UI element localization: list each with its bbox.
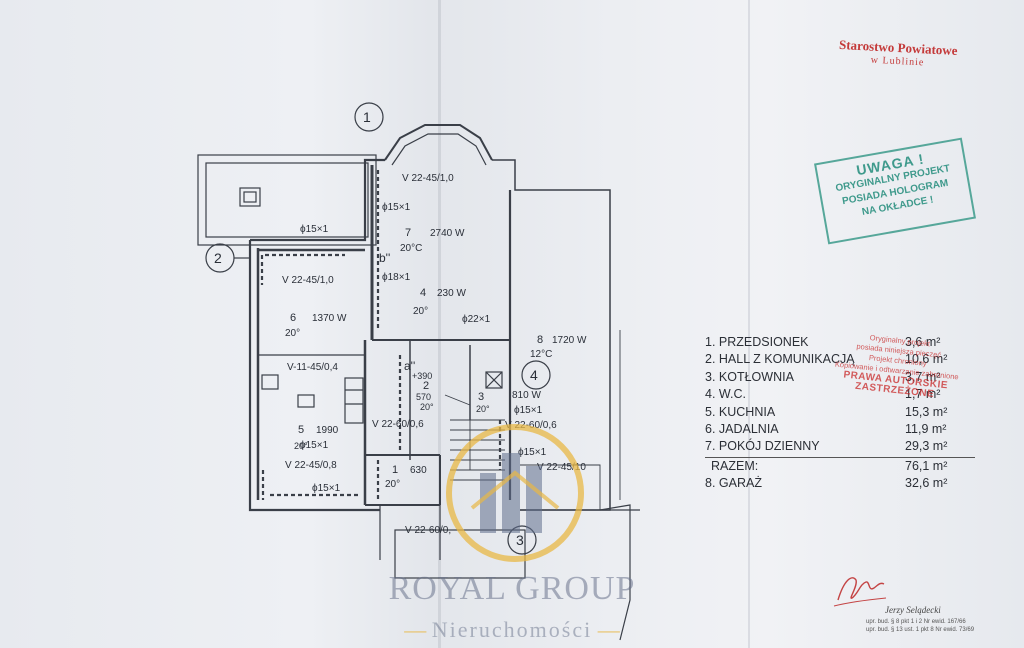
architect-licence: upr. bud. § 8 pkt 1 i 2 Nr ewid. 167/66 … [866, 618, 996, 634]
pipe-label: ϕ15×1 [514, 405, 543, 416]
radiator-label: V 22-45/0,8 [285, 460, 337, 471]
radiator-label: V 22-60/0,6 [505, 420, 557, 431]
watermark-brand: ROYAL GROUP [388, 570, 636, 607]
legend-garage-row: 8. GARAŻ 32,6 m² [705, 475, 975, 492]
legend-area: 3,6 m² [905, 335, 941, 349]
legend-row: 6. JADALNIA 11,9 m² [705, 421, 975, 438]
paper-fold [748, 0, 750, 648]
room-power: 1370 W [312, 313, 347, 324]
room-temp: 20° [285, 328, 300, 339]
marker-a: a'' [404, 359, 415, 373]
pipe-label: ϕ15×1 [382, 202, 411, 213]
radiator-label: V 22-45/10 [537, 462, 586, 473]
legend-area: 29,3 m² [905, 439, 948, 454]
room-temp: 20° [413, 306, 428, 317]
level-marker: +390 [412, 371, 432, 381]
room-number: 6 [290, 312, 296, 324]
legend-total-label: RAZEM: [711, 458, 759, 473]
watermark-dash-icon: — [404, 617, 432, 642]
room-number: 8 [537, 334, 543, 346]
watermark-sub-text: Nieruchomości [431, 617, 593, 642]
grid-label-1: 1 [363, 109, 371, 125]
legend-label: 5. KUCHNIA [705, 404, 776, 419]
room-power: 2740 W [430, 228, 465, 239]
radiator-label: V 22-60/0, [405, 525, 451, 536]
legend-row: 5. KUCHNIA 15,3 m² [705, 404, 975, 421]
legend-row: 4. W.C. 1,7 m² [705, 386, 975, 403]
room-temp: 20° [294, 441, 308, 451]
room-power: 570 [416, 392, 431, 402]
grid-label-2: 2 [214, 250, 222, 266]
legend-row: 7. POKÓJ DZIENNY 29,3 m² [705, 438, 975, 455]
legend-area: 15,3 m² [905, 404, 948, 419]
watermark-sub: — Nieruchomości — [362, 617, 662, 643]
grid-label-4: 4 [530, 367, 538, 383]
legend-area: 3,7 m² [905, 369, 941, 384]
licence-line: upr. bud. § 8 pkt 1 i 2 Nr ewid. 167/66 [866, 619, 966, 625]
legend-area: 1,7 m² [905, 387, 941, 402]
room-number: 2 [423, 380, 429, 392]
legend-label: 7. POKÓJ DZIENNY [705, 439, 820, 454]
room-number: 7 [405, 227, 411, 239]
signature-icon [833, 577, 887, 607]
pipe-label: ϕ15×1 [518, 447, 547, 458]
legend-label: 6. JADALNIA [705, 421, 779, 436]
legend-label: 1. PRZEDSIONEK [705, 335, 809, 349]
legend-label: 3. KOTŁOWNIA [705, 369, 794, 384]
room-number: 1 [392, 464, 398, 476]
room-number: 3 [478, 391, 484, 403]
grid-circle-1 [354, 102, 384, 132]
paper-fold [438, 0, 441, 648]
room-temp: 20° [420, 402, 434, 412]
legend-area: 11,9 m² [905, 421, 947, 436]
pipe-label: ϕ18×1 [382, 272, 411, 283]
room-area-legend: 1. PRZEDSIONEK 3,6 m² 2. HALL Z KOMUNIKAC… [705, 334, 975, 493]
radiator-label: V 22-60/0,6 [372, 419, 424, 430]
legend-label: 4. W.C. [705, 387, 746, 402]
pipe-label: ϕ22×1 [462, 314, 491, 325]
legend-total-row: RAZEM: 76,1 m² [705, 456, 975, 475]
room-temp: 20° [385, 479, 400, 490]
radiator-label: V-11-45/0,4 [287, 362, 338, 373]
legend-label: 2. HALL Z KOMUNIKACJĄ [705, 352, 855, 367]
marker-b: b'' [379, 251, 390, 265]
radiator-label: V 22-45/1,0 [402, 173, 454, 184]
room-power: 630 [410, 465, 427, 476]
room-power: 230 W [437, 288, 466, 299]
radiator-label: V 22-45/1,0 [282, 275, 334, 286]
legend-row: 1. PRZEDSIONEK 3,6 m² [705, 334, 975, 351]
pipe-label: ϕ15×1 [300, 440, 329, 451]
legend-row: 2. HALL Z KOMUNIKACJĄ 10,6 m² [705, 351, 975, 368]
legend-row: 3. KOTŁOWNIA 3,7 m² [705, 369, 975, 386]
room-number: 5 [298, 424, 304, 436]
grid-circle-4 [521, 360, 551, 390]
legend-garage-label: 8. GARAŻ [705, 476, 762, 491]
room-temp: 12°C [530, 349, 552, 360]
architect-name: Jerzy Selądecki [885, 605, 941, 615]
room-power: 810 W [512, 390, 541, 401]
legend-total-area: 76,1 m² [905, 458, 948, 473]
grid-circle-3 [507, 525, 537, 555]
watermark-dash-icon: — [592, 617, 620, 642]
room-number: 4 [420, 287, 426, 299]
room-temp: 20°C [400, 243, 422, 254]
room-temp: 20° [476, 404, 490, 414]
licence-line: upr. bud. § 13 ust. 1 pkt 8 Nr ewid. 73/… [866, 627, 975, 633]
room-power: 1990 [316, 425, 339, 436]
pipe-label: ϕ15×1 [312, 483, 341, 494]
grid-label-3: 3 [516, 532, 524, 548]
royal-group-logo-icon [446, 424, 584, 562]
pipe-label: ϕ15×1 [300, 224, 329, 235]
legend-area: 10,6 m² [905, 352, 948, 367]
legend-garage-area: 32,6 m² [905, 476, 948, 491]
room-power: 1720 W [552, 335, 587, 346]
